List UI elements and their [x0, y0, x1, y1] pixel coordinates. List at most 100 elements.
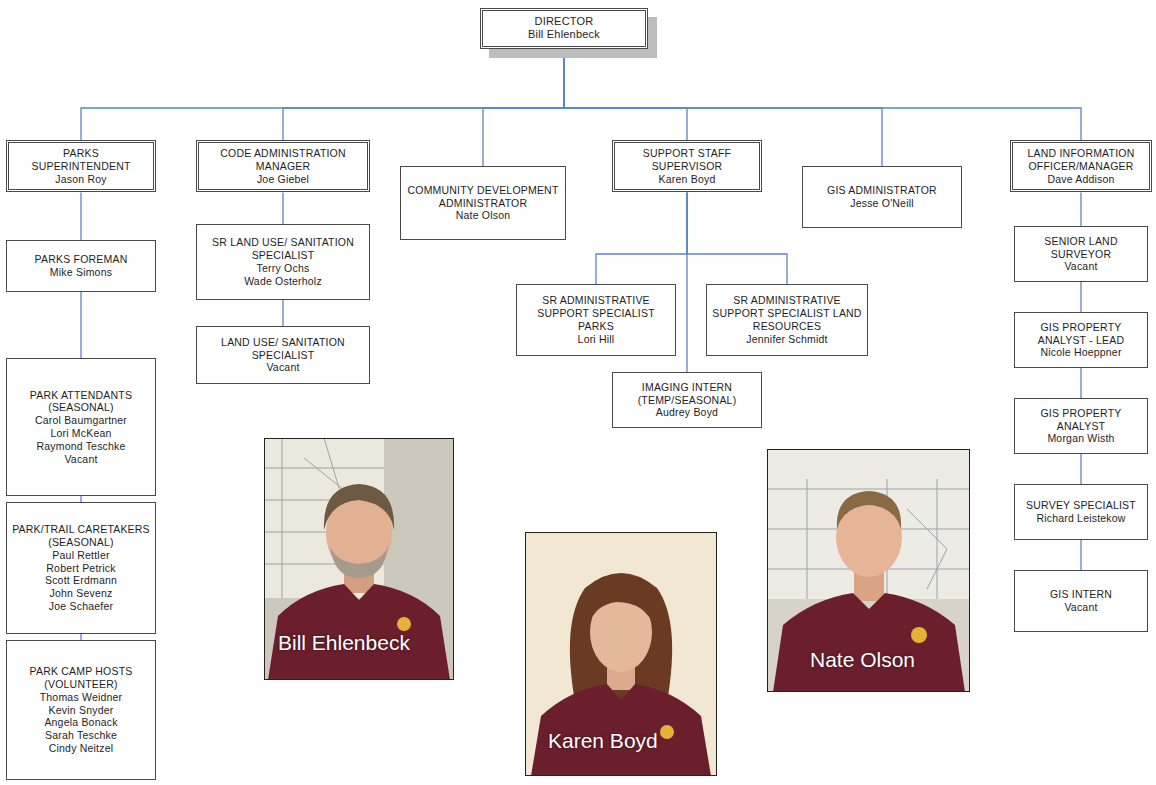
org-box: GIS PROPERTY ANALYST - LEADNicole Hoeppn…: [1014, 312, 1148, 368]
person-name: Richard Leistekow: [1036, 512, 1125, 525]
reporting-line: [81, 49, 564, 140]
beard: [330, 546, 388, 578]
position-title: LAND INFORMATION OFFICER/MANAGER: [1017, 147, 1145, 173]
org-box: PARK CAMP HOSTS (VOLUNTEER)Thomas Weidne…: [6, 640, 156, 780]
wall-map: [767, 449, 970, 599]
person-name: Dave Addison: [1047, 173, 1114, 186]
shirt-logo: [397, 617, 411, 631]
photo-caption: Bill Ehlenbeck: [278, 631, 410, 655]
person-name: Karen Boyd: [659, 173, 716, 186]
photo-wall: [767, 449, 970, 692]
person-name: Bill Ehlenbeck: [528, 28, 600, 41]
person-name: Audrey Boyd: [656, 406, 718, 419]
org-box: CODE ADMINISTRATION MANAGERJoe Giebel: [196, 140, 370, 192]
position-title: COMMUNITY DEVELOPMENT ADMINISTRATOR: [405, 184, 561, 210]
org-box: SENIOR LAND SURVEYORVacant: [1014, 226, 1148, 282]
org-box: LAND INFORMATION OFFICER/MANAGERDave Add…: [1010, 140, 1152, 192]
person-name: Lori McKean: [50, 427, 111, 440]
position-title: SENIOR LAND SURVEYOR: [1019, 235, 1143, 261]
position-title: CODE ADMINISTRATION MANAGER: [203, 147, 363, 173]
position-title: PARK/TRAIL CARETAKERS (SEASONAL): [11, 523, 151, 549]
shirt-logo: [660, 725, 674, 739]
person-name: John Sevenz: [50, 587, 113, 600]
position-title: SUPPORT STAFF SUPERVISOR: [619, 147, 755, 173]
person-name: Robert Petrick: [46, 562, 115, 575]
person-name: Angela Bonack: [44, 716, 117, 729]
person-name: Scott Erdmann: [45, 574, 117, 587]
org-box: SR ADMINISTRATIVE SUPPORT SPECIALIST PAR…: [516, 284, 676, 356]
person-name: Nate Olson: [456, 209, 511, 222]
person-name: Nicole Hoeppner: [1040, 346, 1121, 359]
hair-fringe: [587, 584, 655, 628]
position-title: SR ADMINISTRATIVE SUPPORT SPECIALIST PAR…: [521, 294, 671, 332]
position-title: PARKS FOREMAN: [35, 253, 128, 266]
person-name: Carol Baumgartner: [35, 414, 127, 427]
photo-wall: [525, 532, 717, 776]
org-box: GIS ADMINISTRATORJesse O'Neill: [802, 166, 962, 228]
reporting-line: [282, 192, 283, 224]
person-name: Jason Roy: [55, 173, 106, 186]
person-name: Jennifer Schmidt: [746, 333, 827, 346]
hair: [837, 491, 901, 529]
org-box: PARK ATTENDANTS (SEASONAL)Carol Baumgart…: [6, 358, 156, 496]
position-title: GIS INTERN: [1050, 588, 1112, 601]
org-box: PARK/TRAIL CARETAKERS (SEASONAL)Paul Ret…: [6, 502, 156, 634]
position-title: GIS PROPERTY ANALYST - LEAD: [1019, 321, 1143, 347]
shirt: [268, 584, 450, 680]
person-name: Mike Simons: [50, 266, 112, 279]
reporting-line: [564, 49, 1081, 140]
shirt-logo: [911, 627, 927, 643]
person-name: Wade Osterholz: [244, 275, 322, 288]
reporting-line: [1080, 368, 1081, 398]
position-title: LAND USE/ SANITATION SPECIALIST: [201, 336, 365, 362]
position-title: IMAGING INTERN (TEMP/SEASONAL): [617, 381, 757, 407]
org-box: PARKS SUPERINTENDENTJason Roy: [6, 140, 156, 192]
person-name: Joe Schaefer: [49, 600, 113, 613]
photo-caption: Nate Olson: [810, 648, 915, 672]
reporting-line: [686, 192, 687, 372]
org-box: SR LAND USE/ SANITATION SPECIALISTTerry …: [196, 224, 370, 300]
reporting-line: [1080, 282, 1081, 312]
position-title: GIS ADMINISTRATOR: [827, 184, 937, 197]
position-title: DIRECTOR: [535, 15, 594, 28]
person-name: Kevin Snyder: [49, 704, 114, 717]
reporting-line: [596, 192, 687, 284]
photo-caption: Karen Boyd: [548, 729, 658, 753]
person-name: Jesse O'Neill: [850, 197, 914, 210]
photo-frame: [265, 439, 454, 680]
person-name: Vacant: [266, 361, 299, 374]
org-box: IMAGING INTERN (TEMP/SEASONAL)Audrey Boy…: [612, 372, 762, 428]
reporting-line: [1080, 192, 1081, 226]
org-box: SURVEY SPECIALISTRichard Leistekow: [1014, 484, 1148, 540]
reporting-line: [687, 192, 787, 284]
org-box: GIS PROPERTY ANALYSTMorgan Wisth: [1014, 398, 1148, 454]
person-name: Vacant: [1064, 260, 1097, 273]
photo-wall: [264, 438, 454, 680]
reporting-line: [282, 300, 283, 326]
person-name: Thomas Weidner: [40, 691, 123, 704]
person-name: Sarah Teschke: [45, 729, 117, 742]
org-box: SUPPORT STAFF SUPERVISORKaren Boyd: [612, 140, 762, 192]
person-name: Morgan Wisth: [1047, 432, 1114, 445]
person-name: Raymond Teschke: [36, 440, 125, 453]
position-title: SURVEY SPECIALIST: [1026, 499, 1136, 512]
position-title: GIS PROPERTY ANALYST: [1019, 407, 1143, 433]
person-name: Joe Giebel: [257, 173, 309, 186]
reporting-line: [283, 49, 564, 140]
shirt: [531, 684, 711, 776]
shirt: [773, 593, 965, 692]
org-box: GIS INTERNVacant: [1014, 570, 1148, 632]
position-title: SR LAND USE/ SANITATION SPECIALIST: [201, 236, 365, 262]
person-name: Vacant: [1064, 601, 1097, 614]
reporting-line: [1080, 454, 1081, 484]
org-box: SR ADMINISTRATIVE SUPPORT SPECIALIST LAN…: [706, 284, 868, 356]
org-box: DIRECTORBill Ehlenbeck: [480, 8, 648, 49]
reporting-line: [80, 192, 81, 240]
position-title: PARKS SUPERINTENDENT: [13, 147, 149, 173]
org-box: COMMUNITY DEVELOPMENT ADMINISTRATORNate …: [400, 166, 566, 240]
person-name: Paul Rettler: [52, 549, 109, 562]
reporting-line: [564, 49, 687, 140]
person-name: Lori Hill: [578, 333, 615, 346]
reporting-line: [80, 292, 81, 358]
